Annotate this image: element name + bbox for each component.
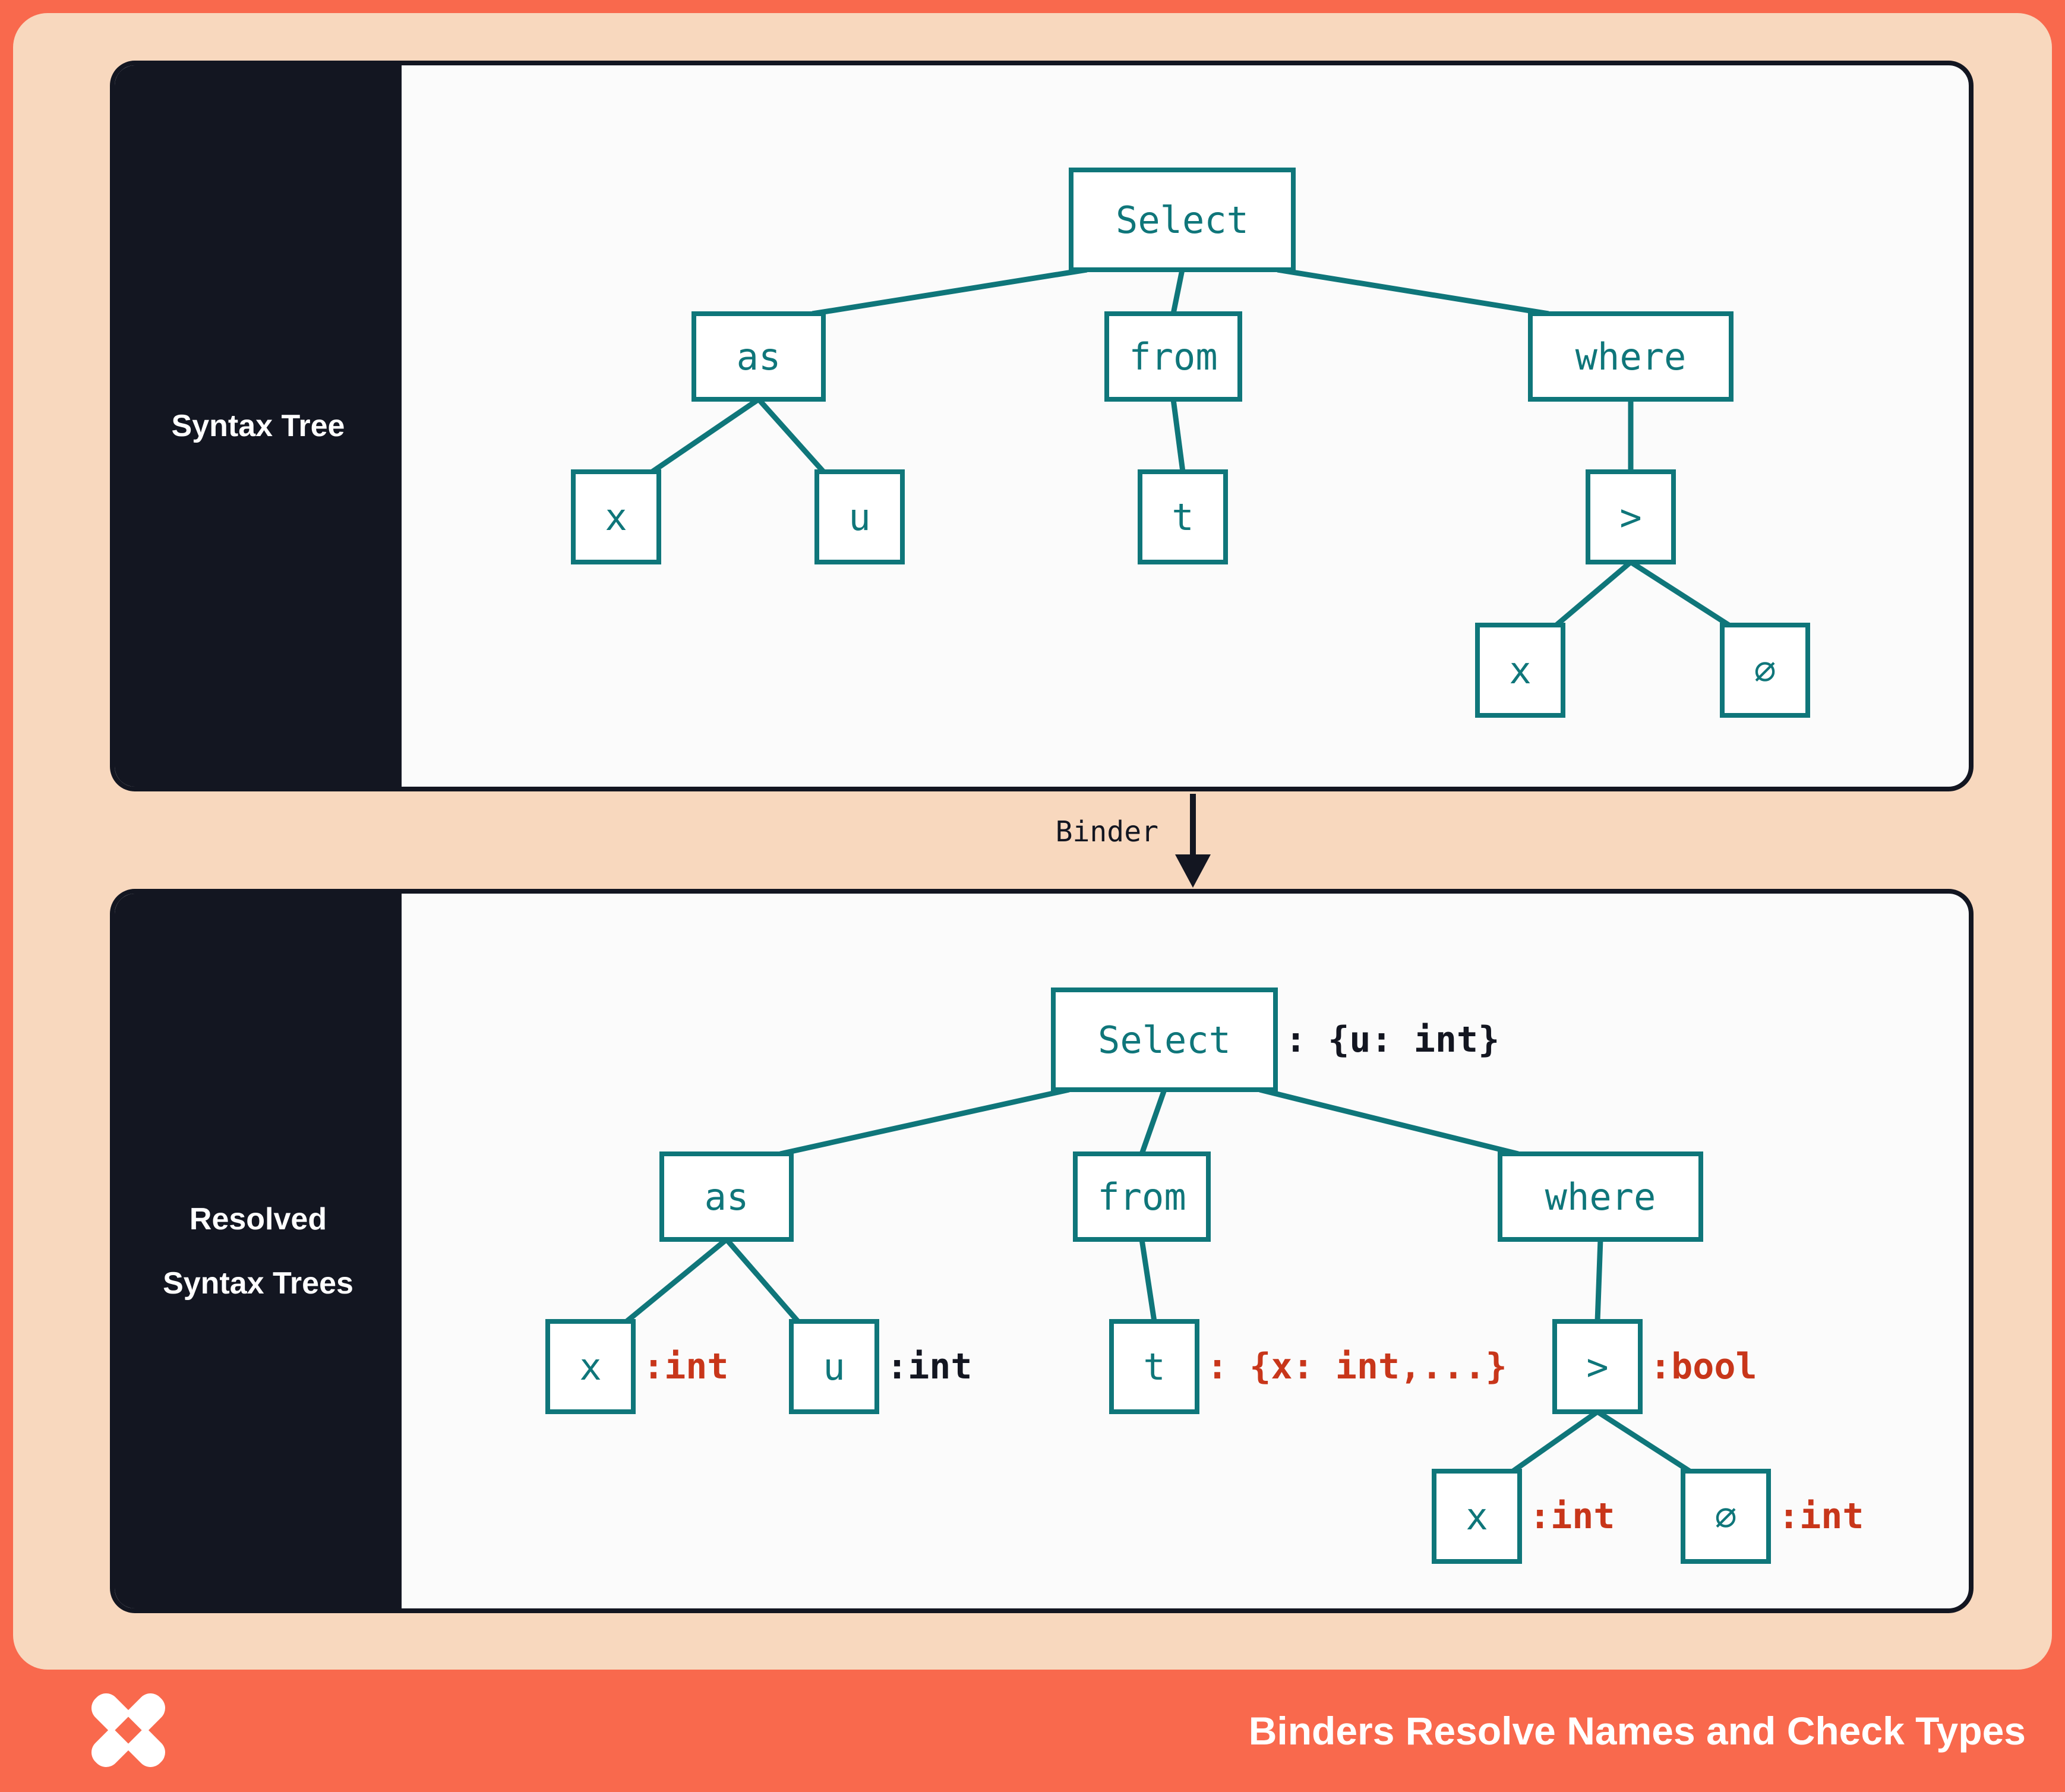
tree-node-select: Select [1069,168,1296,272]
tree-node-label: > [1619,495,1642,539]
tree-node-label: x [605,495,627,539]
tree-node-x1: x [571,469,661,564]
tree-node-u_r: u :int [789,1319,972,1414]
type-annotation: : {x: int,...} [1207,1346,1507,1387]
tree-node-zero1: ∅ [1720,623,1810,718]
tree-node-zero_r: ∅ :int [1681,1469,1864,1564]
type-annotation: :int [886,1346,972,1387]
tree-node-from: from [1104,311,1242,402]
tree-node-label: > [1586,1345,1609,1389]
type-annotation: :int [1778,1496,1864,1537]
tree-node-where: where [1528,311,1734,402]
tree-node-label: ∅ [1714,1494,1737,1538]
tree-node-gt_r: > :bool [1552,1319,1757,1414]
tree-node-label: ∅ [1754,648,1776,692]
tree-node-label: as [736,335,781,378]
panel-title-resolved-line1: Resolved [189,1201,327,1236]
type-annotation: :int [1529,1496,1615,1537]
tree-node-where_r: where [1498,1151,1703,1242]
x-star-logo-icon [69,1673,188,1787]
tree-node-label: Select [1116,198,1249,242]
tree-node-label: x [1466,1494,1488,1538]
syntax-tree-panel: Syntax Tree [110,61,1974,791]
tree-node-x_r: x :int [545,1319,729,1414]
tree-node-label: from [1129,335,1218,378]
tree-node-label: x [1509,648,1532,692]
panel-title-syntax-tree: Syntax Tree [171,409,345,443]
panel-title-resolved-line2: Syntax Trees [163,1266,353,1301]
tree-node-as_r: as [659,1151,794,1242]
footer-caption: Binders Resolve Names and Check Types [1248,1709,2026,1753]
tree-node-t1: t [1138,469,1228,564]
tree-node-as: as [692,311,826,402]
tree-node-t_r: t : {x: int,...} [1109,1319,1507,1414]
tree-node-gt1: > [1586,469,1676,564]
tree-node-select_r: Select : {u: int} [1051,988,1499,1092]
tree-node-label: u [823,1345,845,1389]
type-annotation: : {u: int} [1285,1019,1500,1061]
resolved-syntax-trees-panel: Resolved Syntax Trees [110,889,1974,1613]
syntax-tree-panel-sidebar: Syntax Tree [115,65,402,787]
tree-node-label: t [1172,495,1194,539]
tree-node-label: where [1545,1175,1656,1219]
binder-arrow-label: Binder [1055,815,1158,848]
tree-node-label: from [1097,1175,1186,1219]
tree-node-label: where [1575,335,1687,378]
resolved-syntax-trees-panel-sidebar: Resolved Syntax Trees [115,894,402,1608]
tree-node-x2: x [1475,623,1565,718]
type-annotation: :int [643,1346,729,1387]
tree-node-u1: u [814,469,905,564]
tree-node-label: as [704,1175,749,1219]
tree-node-label: Select [1098,1018,1231,1062]
tree-node-from_r: from [1073,1151,1211,1242]
tree-node-label: t [1143,1345,1166,1389]
type-annotation: :bool [1650,1346,1757,1387]
tree-node-label: u [848,495,871,539]
tree-node-label: x [579,1345,602,1389]
tree-node-x2_r: x :int [1432,1469,1615,1564]
